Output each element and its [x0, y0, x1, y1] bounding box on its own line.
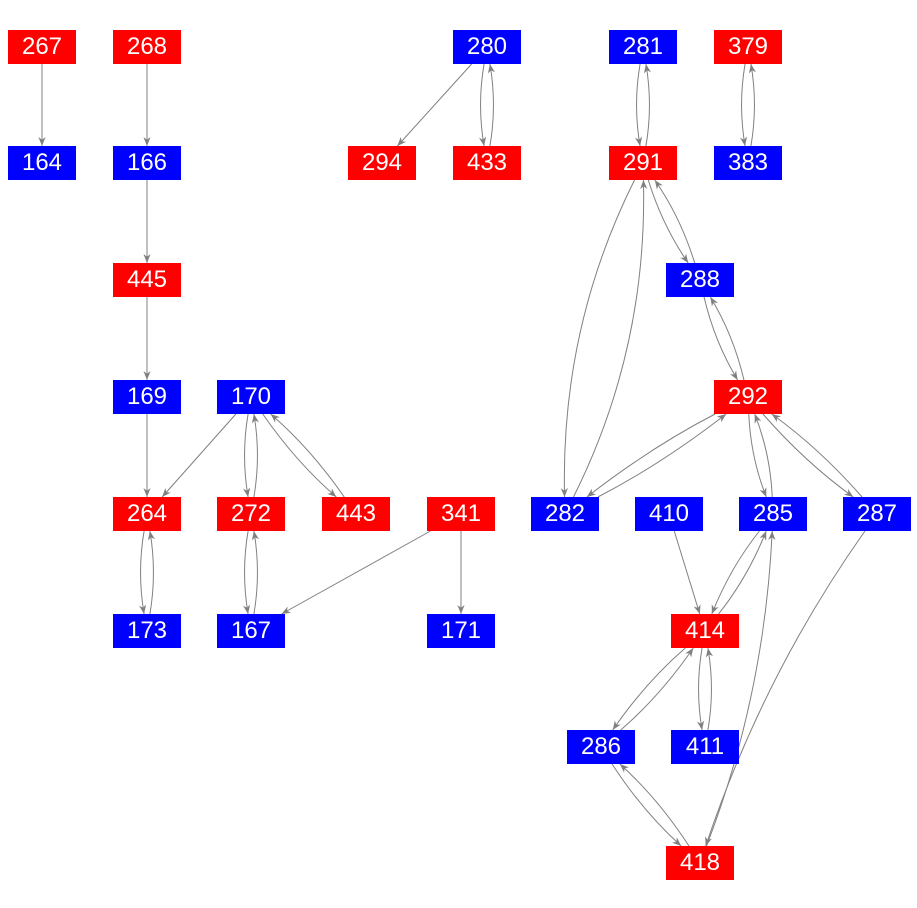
edge-287-292	[771, 413, 863, 498]
edge-272-167	[243, 530, 251, 615]
node-383: 383	[714, 146, 782, 180]
node-286: 286	[567, 730, 635, 764]
edge-170-272	[243, 413, 251, 498]
node-433: 433	[453, 146, 521, 180]
node-414: 414	[671, 614, 739, 648]
edge-281-291	[634, 63, 643, 147]
node-411: 411	[671, 730, 739, 764]
node-292: 292	[714, 380, 782, 414]
edge-414-286	[612, 647, 686, 731]
node-291: 291	[609, 146, 677, 180]
edge-285-414	[711, 530, 760, 615]
edge-291-282	[560, 179, 635, 498]
node-379: 379	[714, 30, 782, 64]
edge-286-418	[611, 763, 682, 847]
edge-282-292	[597, 413, 727, 498]
edge-285-292	[754, 413, 773, 498]
edge-173-264	[147, 530, 155, 615]
edge-288-292	[703, 296, 739, 381]
node-443: 443	[322, 497, 390, 531]
edge-167-272	[251, 530, 259, 615]
edge-170-264	[161, 413, 237, 498]
node-167: 167	[217, 614, 285, 648]
edge-383-379	[748, 63, 757, 147]
edge-288-291	[654, 179, 696, 264]
node-341: 341	[427, 497, 495, 531]
edge-433-280	[487, 63, 496, 147]
edge-414-285	[718, 530, 767, 615]
node-418: 418	[666, 846, 734, 880]
edge-170-443	[262, 413, 337, 498]
edge-292-288	[709, 296, 745, 381]
edge-291-281	[643, 63, 652, 147]
node-169: 169	[113, 380, 181, 414]
edge-286-414	[620, 647, 694, 731]
edge-282-291	[573, 179, 648, 498]
node-164: 164	[8, 146, 76, 180]
node-288: 288	[666, 263, 734, 297]
node-267: 267	[8, 30, 76, 64]
node-410: 410	[635, 497, 703, 531]
edge-418-286	[619, 763, 690, 847]
node-280: 280	[453, 30, 521, 64]
node-170: 170	[217, 380, 285, 414]
node-264: 264	[113, 497, 181, 531]
edge-292-285	[748, 413, 767, 498]
edge-414-411	[696, 647, 705, 731]
edge-280-294	[397, 63, 472, 147]
edge-291-288	[647, 179, 689, 264]
edge-287-418	[705, 530, 866, 847]
edge-418-285	[706, 530, 776, 847]
edge-272-170	[251, 413, 259, 498]
node-166: 166	[113, 146, 181, 180]
node-285: 285	[739, 497, 807, 531]
edge-292-282	[586, 413, 716, 498]
edge-341-167	[281, 530, 431, 615]
node-282: 282	[531, 497, 599, 531]
edge-379-383	[739, 63, 748, 147]
edge-280-433	[478, 63, 487, 147]
node-281: 281	[609, 30, 677, 64]
node-272: 272	[217, 497, 285, 531]
node-268: 268	[113, 30, 181, 64]
node-173: 173	[113, 614, 181, 648]
edge-411-414	[705, 647, 714, 731]
node-445: 445	[113, 263, 181, 297]
edge-410-414	[673, 530, 701, 615]
node-294: 294	[348, 146, 416, 180]
node-287: 287	[843, 497, 911, 531]
edge-292-287	[762, 413, 854, 498]
node-171: 171	[427, 614, 495, 648]
edge-264-173	[139, 530, 147, 615]
edge-443-170	[270, 413, 345, 498]
